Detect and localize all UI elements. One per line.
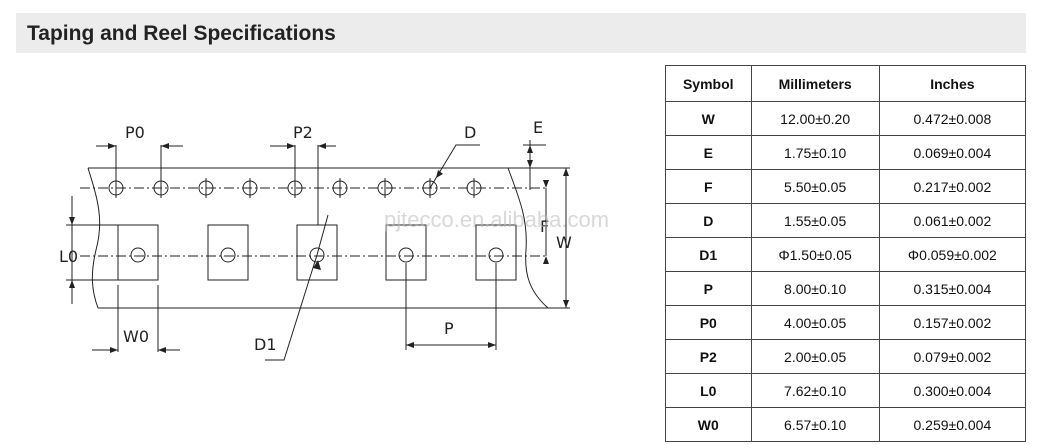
cell-inch: 0.061±0.002 [878, 203, 1027, 238]
table-header-row: Symbol Millimeters Inches [665, 65, 1027, 102]
cell-inch: Φ0.059±0.002 [878, 237, 1027, 272]
cell-mm: 12.00±0.20 [750, 101, 880, 136]
label-e: E [533, 118, 543, 137]
cell-symbol: W0 [665, 407, 752, 442]
label-w: W [556, 233, 572, 252]
cell-symbol: D1 [665, 237, 752, 272]
cell-mm: Φ1.50±0.05 [750, 237, 880, 272]
tape-diagram: P0 P2 D E F W L0 W0 D1 P [59, 118, 572, 361]
label-p: P [444, 319, 454, 338]
cell-inch: 0.217±0.002 [878, 169, 1027, 204]
cell-inch: 0.069±0.004 [878, 135, 1027, 170]
cell-symbol: F [665, 169, 752, 204]
page-title: Taping and Reel Specifications [27, 22, 336, 45]
cell-symbol: D [665, 203, 752, 238]
cell-mm: 6.57±0.10 [750, 407, 880, 442]
cell-mm: 2.00±0.05 [750, 339, 880, 374]
label-d1: D1 [254, 335, 277, 354]
header-millimeters: Millimeters [750, 65, 880, 102]
pockets [117, 224, 517, 281]
label-f: F [540, 217, 549, 236]
label-p0: P0 [125, 123, 145, 142]
cell-mm: 7.62±0.10 [750, 373, 880, 408]
cell-symbol: P0 [665, 305, 752, 340]
header-symbol: Symbol [665, 65, 752, 102]
label-l0: L0 [59, 247, 78, 266]
cell-mm: 8.00±0.10 [750, 271, 880, 306]
cell-inch: 0.300±0.004 [878, 373, 1027, 408]
cell-mm: 1.75±0.10 [750, 135, 880, 170]
label-p2: P2 [293, 123, 313, 142]
cell-symbol: P2 [665, 339, 752, 374]
cell-symbol: W [665, 101, 752, 136]
cell-symbol: L0 [665, 373, 752, 408]
cell-symbol: P [665, 271, 752, 306]
cell-inch: 0.079±0.002 [878, 339, 1027, 374]
section-header: Taping and Reel Specifications [16, 13, 1026, 53]
cell-inch: 0.472±0.008 [878, 101, 1027, 136]
cell-inch: 0.157±0.002 [878, 305, 1027, 340]
watermark: pjtecco.en.alibaba.com [384, 207, 610, 232]
cell-mm: 4.00±0.05 [750, 305, 880, 340]
cell-inch: 0.259±0.004 [878, 407, 1027, 442]
header-inches: Inches [878, 65, 1027, 102]
cell-mm: 5.50±0.05 [750, 169, 880, 204]
cell-symbol: E [665, 135, 752, 170]
cell-mm: 1.55±0.05 [750, 203, 880, 238]
label-w0: W0 [123, 327, 149, 346]
label-d: D [464, 123, 476, 142]
cell-inch: 0.315±0.004 [878, 271, 1027, 306]
